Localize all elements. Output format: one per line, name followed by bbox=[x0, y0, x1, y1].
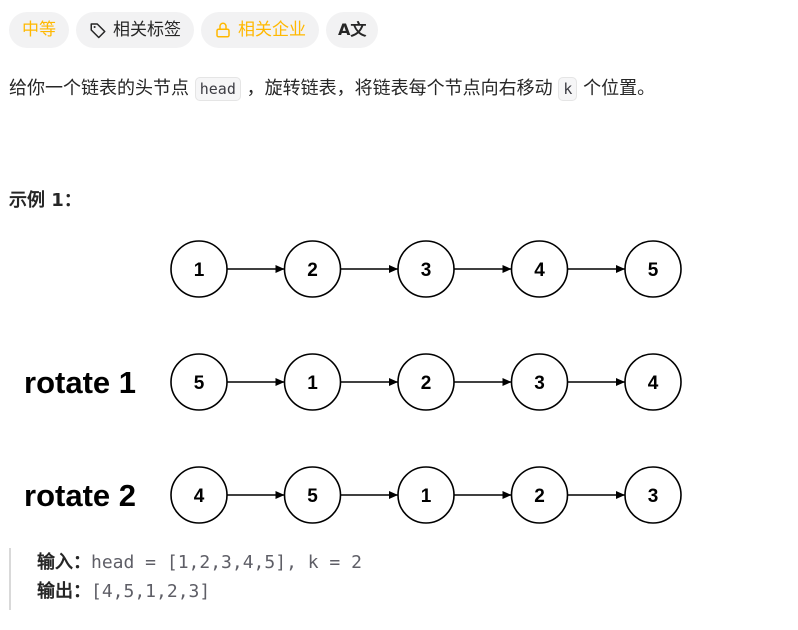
output-value: [4,5,1,2,3] bbox=[91, 581, 211, 602]
example-io-block: 输入：head = [1,2,3,4,5], k = 2 输出：[4,5,1,2… bbox=[9, 548, 362, 610]
problem-statement: 给你一个链表的头节点 head ，旋转链表，将链表每个节点向右移动 k 个位置。 bbox=[9, 74, 655, 104]
code-k: k bbox=[558, 77, 578, 101]
list-node bbox=[283, 466, 342, 524]
node-value: 2 bbox=[534, 486, 545, 507]
list-node bbox=[283, 240, 342, 298]
list-row: 1 2 3 4 5 bbox=[170, 240, 682, 298]
statement-text-2: ，旋转链表，将链表每个节点向右移动 bbox=[246, 78, 553, 99]
list-node bbox=[397, 353, 455, 411]
node-value: 3 bbox=[534, 373, 545, 394]
node-value: 1 bbox=[421, 486, 432, 507]
list-row: rotate 1 5 1 2 3 4 bbox=[24, 353, 682, 411]
node-value: 4 bbox=[648, 373, 659, 394]
input-label: 输入： bbox=[37, 552, 91, 573]
rotate-list-diagram: 1 2 3 4 5 rotate 1 5 1 2 3 4 rotate 2 4 5 1 2 3 bbox=[24, 240, 682, 524]
node-value: 5 bbox=[648, 260, 659, 281]
translate-button[interactable]: A文 bbox=[326, 12, 379, 48]
related-companies-button[interactable]: 相关企业 bbox=[201, 12, 319, 48]
output-label: 输出： bbox=[37, 581, 91, 602]
node-value: 3 bbox=[648, 486, 659, 507]
node-value: 1 bbox=[307, 373, 318, 394]
list-node bbox=[510, 240, 569, 298]
example-input-line: 输入：head = [1,2,3,4,5], k = 2 bbox=[37, 548, 362, 577]
tag-icon bbox=[89, 21, 107, 39]
list-node bbox=[170, 240, 228, 298]
related-companies-label: 相关企业 bbox=[238, 20, 306, 40]
difficulty-badge: 中等 bbox=[9, 12, 69, 48]
list-node bbox=[397, 466, 455, 524]
node-value: 2 bbox=[421, 373, 432, 394]
list-node bbox=[170, 353, 228, 411]
list-node bbox=[397, 240, 455, 298]
node-value: 5 bbox=[307, 486, 318, 507]
code-head: head bbox=[194, 77, 241, 101]
node-value: 3 bbox=[421, 260, 432, 281]
row-label: rotate 2 bbox=[24, 478, 136, 513]
node-value: 4 bbox=[194, 486, 205, 507]
related-topics-label: 相关标签 bbox=[113, 20, 181, 40]
list-node bbox=[510, 466, 569, 524]
list-node bbox=[624, 466, 682, 524]
example-output-line: 输出：[4,5,1,2,3] bbox=[37, 577, 362, 606]
row-label: rotate 1 bbox=[24, 365, 136, 400]
node-value: 5 bbox=[194, 373, 205, 394]
lock-icon bbox=[214, 21, 232, 39]
list-node bbox=[510, 353, 569, 411]
list-node bbox=[624, 240, 682, 298]
tag-row: 中等 相关标签 相关企业 A文 bbox=[9, 12, 379, 48]
translate-icon: A文 bbox=[338, 20, 367, 39]
statement-text-3: 个位置。 bbox=[583, 78, 656, 99]
list-node bbox=[624, 353, 682, 411]
input-value: head = [1,2,3,4,5], k = 2 bbox=[91, 552, 362, 573]
node-value: 1 bbox=[194, 260, 205, 281]
node-value: 2 bbox=[307, 260, 318, 281]
related-topics-button[interactable]: 相关标签 bbox=[76, 12, 194, 48]
list-node bbox=[283, 353, 342, 411]
list-row: rotate 2 4 5 1 2 3 bbox=[24, 466, 682, 524]
node-value: 4 bbox=[534, 260, 545, 281]
example-title: 示例 1： bbox=[9, 190, 82, 211]
list-node bbox=[170, 466, 228, 524]
statement-text-1: 给你一个链表的头节点 bbox=[9, 78, 189, 99]
difficulty-label: 中等 bbox=[22, 20, 56, 40]
